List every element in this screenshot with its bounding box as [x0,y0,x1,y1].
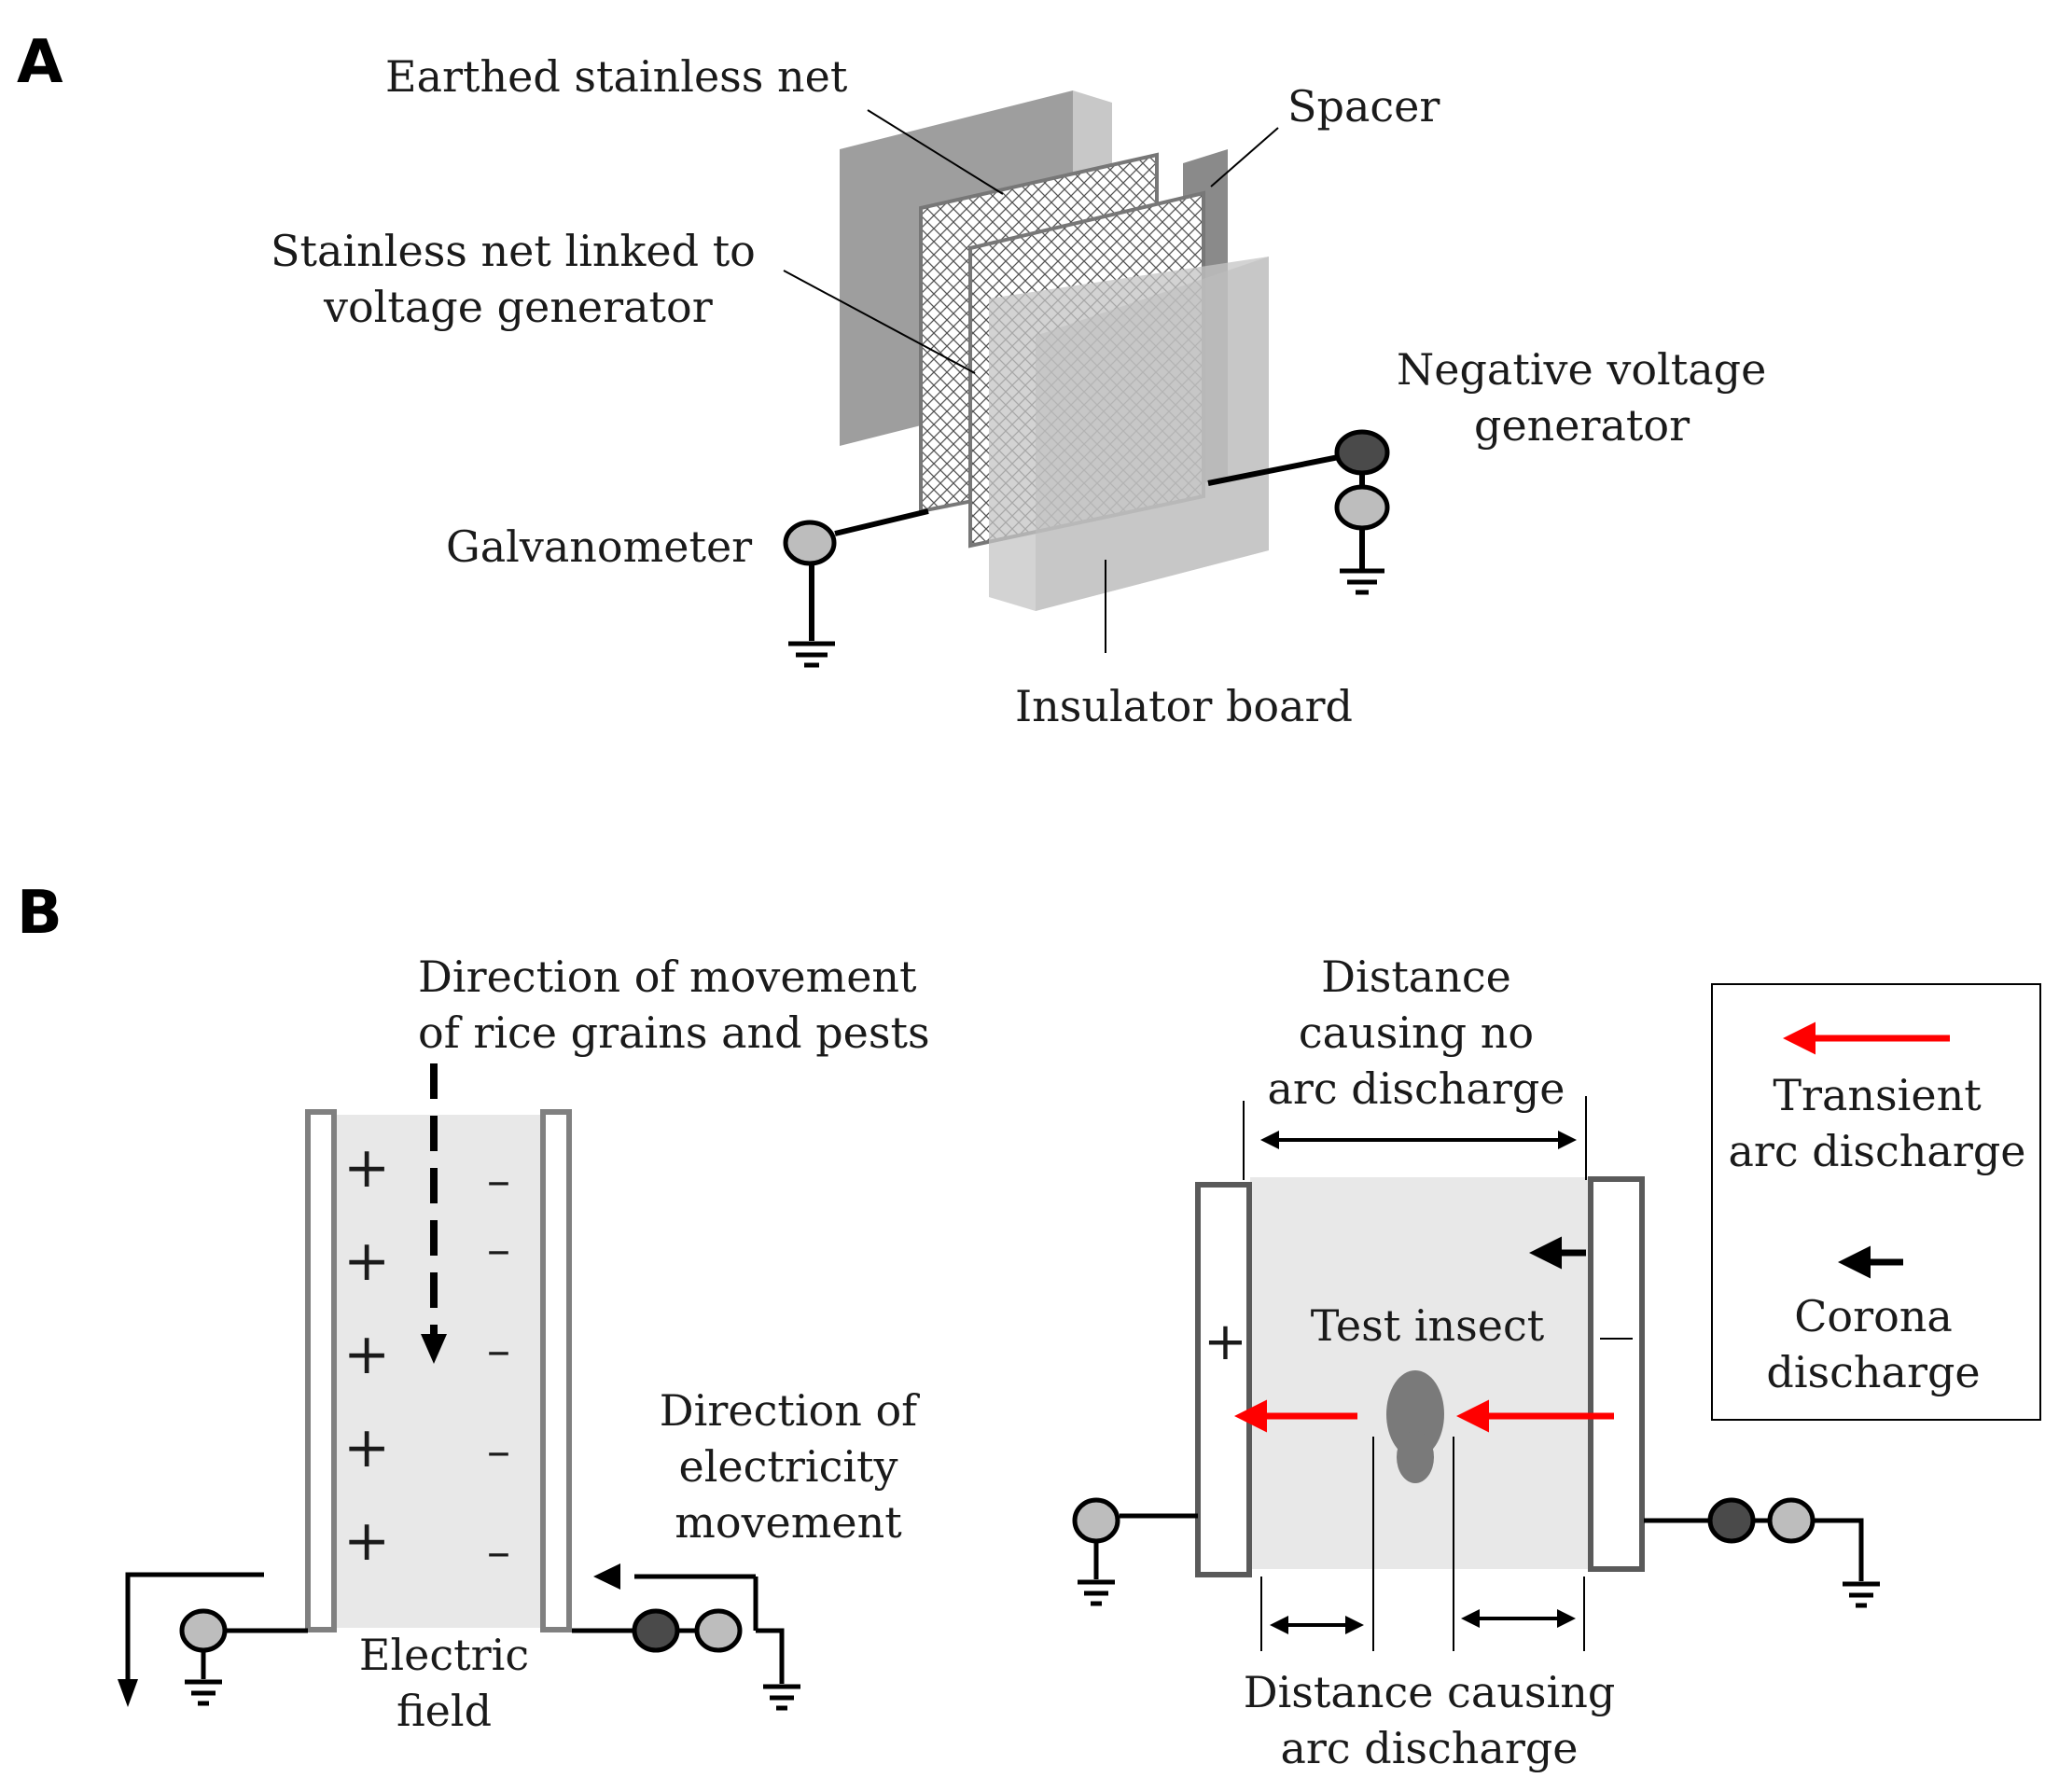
plus-sign-right: + [1203,1312,1247,1372]
generator-dark-terminal [632,1608,680,1653]
plus-sign: + [343,1229,390,1294]
label-arc-distance-line1: Distance causing [1244,1667,1616,1717]
label-neg-generator-line1: Negative voltage [1397,344,1766,395]
arc-distance-extension-lines [1260,1437,1585,1651]
label-insulator-board: Insulator board [1015,681,1353,731]
ground-symbol-a-left [788,641,835,668]
label-galvanometer: Galvanometer [446,521,752,572]
label-electricity-line3: movement [675,1497,902,1548]
galvanometer-b-left [179,1608,228,1653]
right-plate-negative [540,1109,572,1632]
label-test-insect: Test insect [1311,1300,1545,1351]
panel-a-letter: A [17,28,63,97]
ground-symbol-b2 [763,1684,800,1711]
label-movement-line1: Direction of movement [418,952,917,1002]
label-earthed-stainless-net: Earthed stainless net [385,51,848,102]
minus-sign: – [487,1323,510,1377]
ground-symbol-a-right [1340,568,1384,595]
label-electricity-line2: electricity [678,1441,897,1492]
negative-voltage-generator [1207,429,1390,569]
generator-dark-terminal-right [1707,1497,1756,1544]
right-schematic-left-plate [1195,1182,1252,1577]
plus-signs: + + + + + [343,1135,390,1574]
galvanometer-b-right [1072,1497,1120,1544]
right-schematic-right-plate [1588,1176,1645,1572]
label-no-arc-line3: arc discharge [1267,1063,1565,1114]
plus-sign: + [343,1322,390,1387]
minus-sign: – [487,1153,510,1207]
left-plate-positive [305,1109,337,1632]
legend-corona-line2: discharge [1766,1347,1980,1397]
label-linked-net-line1: Stainless net linked to [271,226,756,276]
legend-box [1711,983,2041,1421]
galvanometer [783,508,929,641]
ground-symbol-b3 [1078,1579,1115,1606]
test-insect [1386,1370,1444,1483]
plus-sign: + [343,1508,390,1574]
ground-symbol-b4 [1843,1581,1880,1608]
label-arc-distance-line2: arc discharge [1280,1723,1578,1773]
electric-field-area [317,1115,569,1628]
label-movement-line2: of rice grains and pests [418,1007,930,1058]
panel-b-letter: B [17,879,63,948]
label-electricity-line1: Direction of [660,1385,920,1436]
label-electric-field-line2: field [396,1686,492,1736]
minus-signs: – – – – – [487,1153,510,1578]
plus-sign: + [343,1135,390,1201]
legend-corona-line1: Corona [1794,1291,1953,1341]
label-spacer: Spacer [1287,81,1440,132]
plus-sign: + [343,1415,390,1480]
label-no-arc-line1: Distance [1321,952,1511,1002]
electricity-out-arrowhead [118,1679,138,1707]
generator-light-terminal-right [1767,1497,1816,1544]
legend: Transient arc discharge Corona discharge [1711,983,2041,1421]
label-linked-net-line2: voltage generator [323,282,713,332]
ground-symbol-b1 [185,1679,222,1706]
electricity-in-arrowhead [593,1563,620,1590]
legend-transient-line1: Transient [1773,1070,1982,1120]
label-electric-field-line1: Electric [359,1630,529,1680]
movement-arrowhead [421,1334,447,1364]
no-arc-distance-dimension [1243,1096,1587,1180]
minus-sign: – [487,1424,510,1478]
minus-sign: – [487,1524,510,1578]
insulator-board [989,257,1269,611]
label-no-arc-line2: causing no [1299,1007,1534,1058]
legend-transient-line2: arc discharge [1728,1126,2025,1176]
minus-sign: – [487,1222,510,1276]
panel-a-leader-lines [783,109,1279,653]
label-neg-generator-line2: generator [1474,400,1690,451]
generator-light-terminal [694,1608,743,1653]
